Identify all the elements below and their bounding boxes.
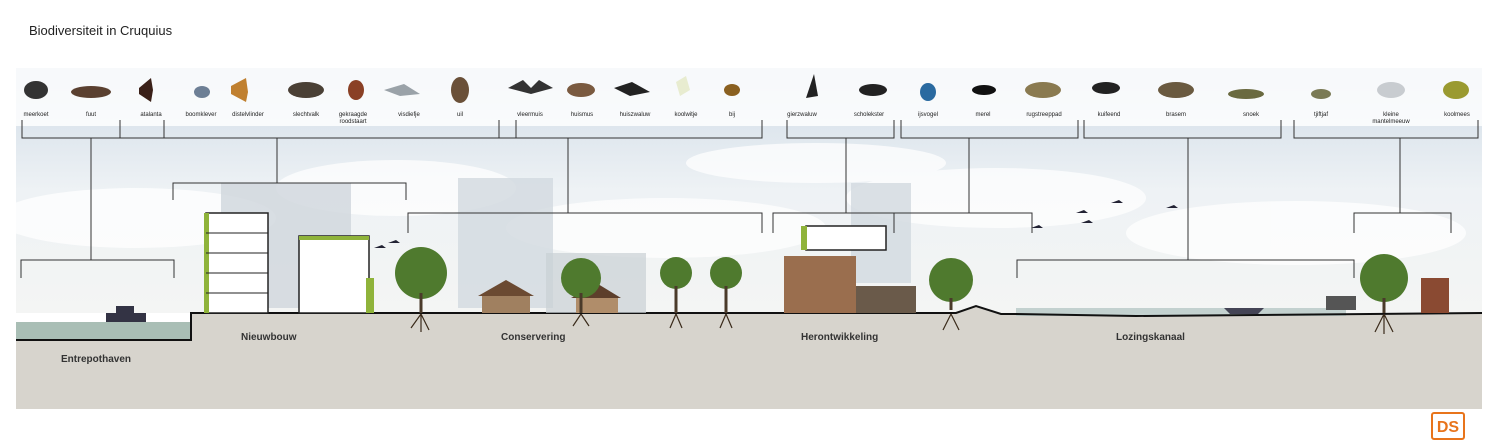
species-label: meerkoet xyxy=(23,112,49,118)
redstart-icon xyxy=(348,80,364,100)
owl-icon xyxy=(451,77,469,103)
species-label: koolwitje xyxy=(674,112,698,118)
page-title: Biodiversiteit in Cruquius xyxy=(29,23,173,38)
house-martin-icon xyxy=(614,82,650,96)
entrepothaven-water xyxy=(16,322,191,340)
grebe-icon xyxy=(71,86,111,98)
zone-label: Herontwikkeling xyxy=(801,332,879,343)
species-label: bij xyxy=(728,112,735,118)
species-label: gekraagde roodstaart xyxy=(338,112,368,125)
tufted-duck-icon xyxy=(1092,82,1120,94)
cabbage-white-butterfly-icon xyxy=(676,76,690,96)
bat-icon xyxy=(508,80,553,94)
house-sparrow-icon xyxy=(567,83,595,97)
chiffchaff-icon xyxy=(1311,89,1331,99)
zone-label: Nieuwbouw xyxy=(241,332,297,343)
species-label: kuifeend xyxy=(1097,112,1121,118)
peregrine-falcon-icon xyxy=(288,82,324,98)
nuthatch-icon xyxy=(194,86,210,98)
species-label: snoek xyxy=(1242,112,1259,118)
species-label: ijsvogel xyxy=(917,112,938,118)
species-label: brasem xyxy=(1165,112,1186,118)
species-label: koolmees xyxy=(1444,112,1470,118)
red-admiral-butterfly-icon xyxy=(139,78,153,102)
flying-birds xyxy=(374,200,1178,248)
species-label: distelvlinder xyxy=(232,112,264,118)
connector-lines xyxy=(20,120,1479,278)
trees xyxy=(395,247,1408,334)
bream-icon xyxy=(1158,82,1194,98)
species-label: fuut xyxy=(85,112,96,118)
species-label: tjiftjaf xyxy=(1313,112,1328,118)
pike-icon xyxy=(1228,89,1264,99)
kingfisher-icon xyxy=(920,83,936,101)
canal-boat xyxy=(1224,308,1264,314)
ground-line xyxy=(16,304,1482,341)
species-label: huismus xyxy=(570,112,594,118)
nieuwbouw-buildings xyxy=(204,183,374,314)
bee-icon xyxy=(724,84,740,96)
species-icons xyxy=(24,74,1469,103)
houseboat xyxy=(106,306,146,322)
great-tit-icon xyxy=(1443,81,1469,99)
species-label: uil xyxy=(456,112,463,118)
zone-label: Lozingskanaal xyxy=(1116,332,1185,343)
species-label: scholekster xyxy=(853,112,885,118)
biodiversity-cross-section: meerkoet fuut atalanta boomklever distelvlin… xyxy=(16,68,1482,409)
coot-icon xyxy=(24,81,48,99)
species-label: boomklever xyxy=(185,112,217,118)
ds-logo: DS xyxy=(1431,412,1465,440)
zone-label: Entrepothaven xyxy=(61,354,132,365)
lozingskanaal-water xyxy=(1016,308,1346,316)
species-label: atalanta xyxy=(140,112,162,118)
tern-icon xyxy=(384,84,420,96)
natterjack-toad-icon xyxy=(1025,82,1061,98)
species-label: huiszwaluw xyxy=(619,112,651,118)
lozingskanaal-buildings xyxy=(1326,278,1449,313)
blackbird-icon xyxy=(972,85,996,95)
herontwikkeling-buildings xyxy=(784,183,916,313)
gull-icon xyxy=(1377,82,1405,98)
swift-icon xyxy=(806,74,818,98)
species-label: slechtvalk xyxy=(292,112,320,118)
species-label: visdiefje xyxy=(398,112,420,118)
zone-label: Conservering xyxy=(501,332,566,343)
species-label: merel xyxy=(975,112,991,118)
oystercatcher-icon xyxy=(859,84,887,96)
painted-lady-butterfly-icon xyxy=(231,78,248,102)
ground xyxy=(16,306,1482,409)
species-label: kleine mantelmeeuw xyxy=(1372,112,1410,125)
species-label: gierzwaluw xyxy=(787,112,817,118)
species-label: vleermuis xyxy=(517,112,543,118)
species-label: rugstreeppad xyxy=(1026,112,1062,118)
